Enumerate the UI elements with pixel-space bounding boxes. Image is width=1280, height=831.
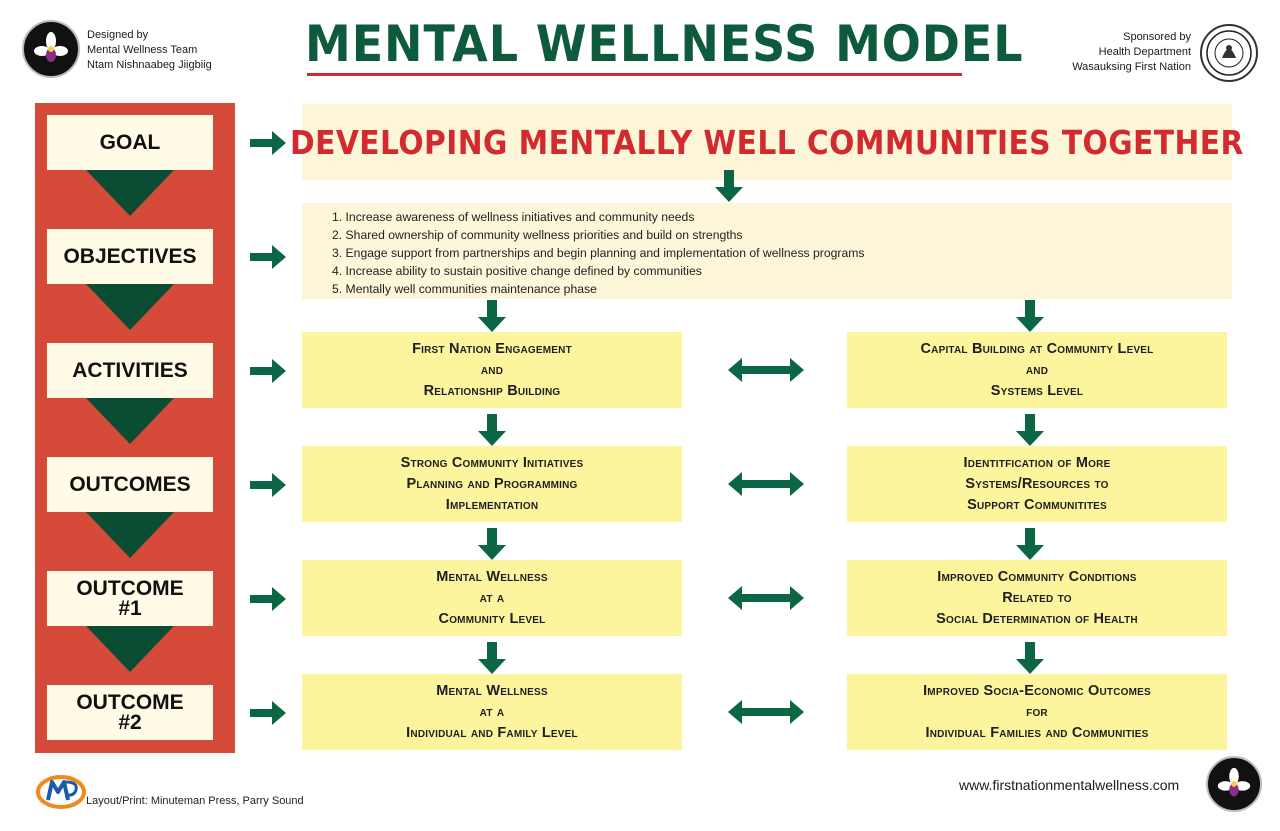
page-title: MENTAL WELLNESS MODEL (305, 15, 1024, 73)
box-line: Related to (1002, 589, 1072, 606)
flower-icon (1217, 767, 1251, 797)
arrow-down-icon (478, 642, 506, 674)
double-arrow-icon (728, 586, 804, 610)
objective-item: 5. Mentally well communities maintenance… (332, 282, 597, 296)
box-line: Support Communitites (967, 496, 1107, 513)
stage-outcome-1: OUTCOME #1 (47, 571, 213, 626)
website-text: www.firstnationmentalwellness.com (959, 777, 1180, 793)
credit-line: Designed by (87, 29, 149, 41)
designer-credit: Designed by Mental Wellness Team Ntam Ni… (87, 28, 212, 73)
double-arrow-icon (728, 472, 804, 496)
box-line: Mental Wellness (436, 568, 548, 585)
arrow-right-icon (250, 359, 286, 383)
box-line: Planning and Programming (406, 475, 578, 492)
arrow-right-icon (250, 473, 286, 497)
arrow-down-icon (1016, 528, 1044, 560)
credit-line: Sponsored by (1123, 31, 1191, 43)
box-line: Improved Community Conditions (937, 568, 1137, 585)
credit-line: Mental Wellness Team (87, 44, 198, 56)
objective-item: 4. Increase ability to sustain positive … (332, 264, 702, 278)
box-line: Identitfication of More (963, 454, 1111, 471)
double-arrow-icon (728, 700, 804, 724)
box-line: Individual and Family Level (406, 724, 578, 741)
arrow-down-icon (1016, 642, 1044, 674)
objective-item: 3. Engage support from partnerships and … (332, 246, 865, 260)
stage-label-number: #2 (118, 710, 142, 734)
print-credit: Layout/Print: Minuteman Press, Parry Sou… (86, 795, 304, 807)
outcome-right-box: Identitfication of More Systems/Resource… (847, 446, 1227, 522)
outcome-left-box: Strong Community Initiatives Planning an… (302, 446, 682, 522)
box-line: Systems/Resources to (965, 475, 1109, 492)
stage-down-triangle (86, 626, 174, 672)
box-line: at a (479, 703, 505, 720)
outcome-1-right-box: Improved Community Conditions Related to… (847, 560, 1227, 636)
objective-item: 1. Increase awareness of wellness initia… (332, 210, 695, 224)
box-line: Systems Level (990, 382, 1084, 399)
box-line: Strong Community Initiatives (400, 454, 584, 471)
credit-line: Wasauksing First Nation (1072, 61, 1191, 73)
stage-down-triangle (86, 170, 174, 216)
stage-label: OUTCOME (76, 576, 184, 600)
arrow-down-icon (478, 300, 506, 332)
stage-down-triangle (86, 284, 174, 330)
stage-outcomes: OUTCOMES (47, 457, 213, 512)
arrow-right-icon (250, 245, 286, 269)
box-line: Improved Socia-Economic Outcomes (923, 682, 1151, 699)
ntam-footer-logo (1206, 756, 1262, 812)
stage-down-triangle (86, 398, 174, 444)
outcome-2-left-box: Mental Wellness at a Individual and Fami… (302, 674, 682, 750)
objectives-box: 1. Increase awareness of wellness initia… (302, 203, 1232, 299)
box-line: First Nation Engagement (412, 340, 572, 357)
arrow-down-icon (478, 414, 506, 446)
stage-activities: ACTIVITIES (47, 343, 213, 398)
stage-goal: GOAL (47, 115, 213, 170)
arrow-down-icon (715, 170, 743, 202)
stage-label: OUTCOME (76, 690, 184, 714)
box-line: at a (479, 589, 505, 606)
stage-outcome-2: OUTCOME #2 (47, 685, 213, 740)
box-line: Individual Families and Communities (925, 724, 1149, 741)
title-underline (307, 73, 962, 76)
activity-right-box: Capital Building at Community Level and … (847, 332, 1227, 408)
sponsor-credit: Sponsored by Health Department Wasauksin… (1072, 30, 1191, 75)
outcome-2-right-box: Improved Socia-Economic Outcomes for Ind… (847, 674, 1227, 750)
ntam-logo (22, 20, 80, 78)
flower-icon (34, 32, 68, 62)
arrow-right-icon (250, 131, 286, 155)
box-line: Relationship Building (423, 382, 561, 399)
stage-label: ACTIVITIES (72, 358, 188, 382)
stage-label: OUTCOMES (69, 472, 191, 496)
stage-label: GOAL (99, 130, 161, 154)
wasauksing-seal (1200, 24, 1258, 82)
credit-line: Health Department (1098, 46, 1191, 58)
stage-label-number: #1 (118, 596, 142, 620)
goal-text: DEVELOPING MENTALLY WELL COMMUNITIES TOG… (290, 122, 1244, 162)
activity-left-box: First Nation Engagement and Relationship… (302, 332, 682, 408)
double-arrow-icon (728, 358, 804, 382)
box-line: and (480, 361, 504, 378)
arrow-down-icon (1016, 414, 1044, 446)
box-line: Social Determination of Health (936, 610, 1138, 627)
goal-box: DEVELOPING MENTALLY WELL COMMUNITIES TOG… (290, 104, 1243, 180)
objective-item: 2. Shared ownership of community wellnes… (332, 228, 743, 242)
outcome-1-left-box: Mental Wellness at a Community Level (302, 560, 682, 636)
stage-label: OBJECTIVES (63, 244, 197, 268)
box-line: Implementation (445, 496, 539, 513)
arrow-right-icon (250, 587, 286, 611)
arrow-down-icon (478, 528, 506, 560)
credit-line: Ntam Nishnaabeg Jiigbiig (87, 59, 212, 71)
arrow-down-icon (1016, 300, 1044, 332)
box-line: Capital Building at Community Level (920, 340, 1154, 357)
box-line: Mental Wellness (436, 682, 548, 699)
box-line: Community Level (438, 610, 546, 627)
stage-objectives: OBJECTIVES (47, 229, 213, 284)
box-line: for (1026, 703, 1048, 720)
seal-icon (1206, 30, 1252, 76)
box-line: and (1025, 361, 1049, 378)
minuteman-press-logo (36, 775, 86, 809)
stage-down-triangle (86, 512, 174, 558)
arrow-right-icon (250, 701, 286, 725)
